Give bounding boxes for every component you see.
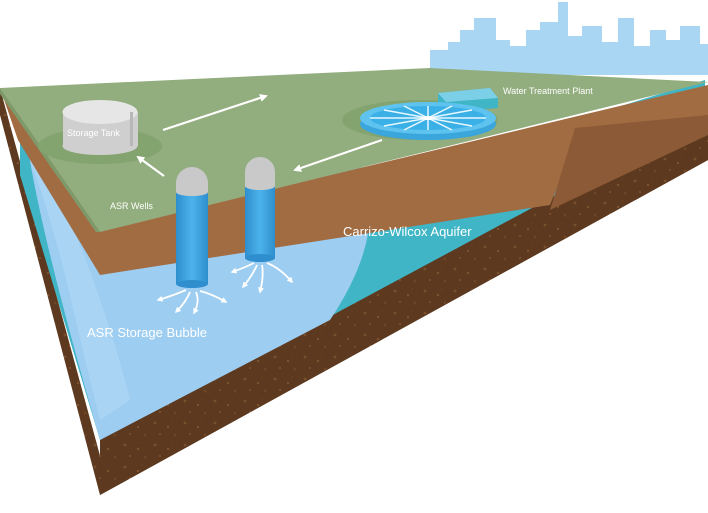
asr-well-icon-2	[245, 157, 275, 262]
asr-wells-label: ASR Wells	[110, 201, 153, 211]
storage-bubble-label: ASR Storage Bubble	[87, 325, 207, 340]
white-arrow-icon	[136, 94, 383, 177]
asr-well-icon	[176, 167, 208, 288]
storage-tank-icon	[38, 100, 162, 164]
treatment-plant-icon	[342, 88, 498, 140]
upper-soil-front	[0, 88, 100, 275]
aquifer-label: Carrizo-Wilcox Aquifer	[343, 224, 472, 239]
storage-tank-label: Storage Tank	[67, 128, 120, 138]
injection-arrows	[156, 262, 293, 315]
treatment-plant-label: Water Treatment Plant	[503, 86, 593, 96]
city-skyline-icon	[430, 2, 708, 75]
